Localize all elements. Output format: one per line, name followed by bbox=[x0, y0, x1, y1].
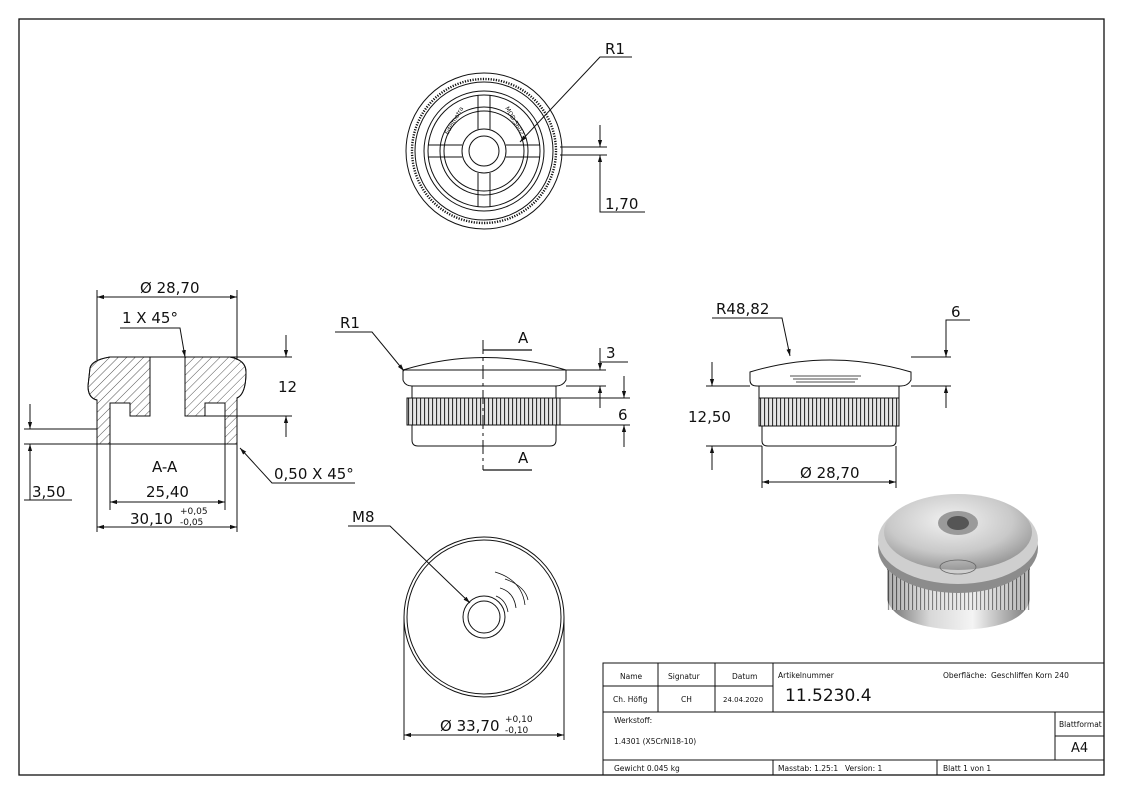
tb-sheet-of: Blatt 1 von 1 bbox=[943, 764, 991, 773]
top-depth-label: 1,70 bbox=[605, 195, 638, 213]
tb-signature-header: Signatur bbox=[668, 672, 701, 681]
bottom-diameter-label: Ø 33,70 bbox=[440, 717, 500, 735]
front-view bbox=[335, 331, 630, 471]
isometric-render bbox=[878, 494, 1038, 630]
top-view bbox=[405, 72, 563, 230]
sheet-border bbox=[18, 18, 1105, 776]
section-tol-lower: -0,05 bbox=[180, 518, 203, 528]
top-depth-dimension bbox=[560, 125, 645, 213]
tb-material-label: Werkstoff: bbox=[614, 716, 652, 725]
front-thickness-label: 3 bbox=[606, 344, 616, 362]
side-view bbox=[706, 317, 970, 488]
section-chamfer-top-label: 1 X 45° bbox=[122, 309, 178, 327]
tb-signature-value: CH bbox=[681, 695, 692, 704]
section-title-label: A-A bbox=[152, 458, 178, 476]
front-r1-label: R1 bbox=[340, 314, 360, 332]
title-block bbox=[602, 662, 1105, 776]
section-height-label: 12 bbox=[278, 378, 297, 396]
section-diameter-label: Ø 28,70 bbox=[140, 279, 200, 297]
tb-material-value: 1.4301 (X5CrNi18-10) bbox=[614, 737, 696, 746]
gear-teeth-ring bbox=[410, 77, 558, 225]
side-cap-label: 6 bbox=[951, 303, 961, 321]
bottom-tol-lower: -0,10 bbox=[505, 726, 529, 736]
tb-version: Version: 1 bbox=[845, 764, 882, 773]
front-knurl-label: 6 bbox=[618, 406, 628, 424]
section-tol-upper: +0,05 bbox=[180, 507, 208, 517]
section-width-inner-label: 25,40 bbox=[146, 483, 189, 501]
front-cut-marker-bottom: A bbox=[518, 449, 529, 467]
bottom-tol-upper: +0,10 bbox=[505, 715, 533, 725]
top-r1-leader bbox=[519, 56, 632, 143]
front-cut-marker-top: A bbox=[518, 329, 529, 347]
top-r1-label: R1 bbox=[605, 40, 625, 58]
tb-date-value: 24.04.2020 bbox=[723, 696, 763, 704]
tb-date-header: Datum bbox=[732, 672, 757, 681]
tb-surface-label: Oberfläche: bbox=[943, 671, 987, 680]
tb-surface-value: Geschliffen Korn 240 bbox=[991, 671, 1069, 680]
section-view bbox=[24, 290, 355, 532]
side-knurl bbox=[758, 397, 900, 427]
tb-sheet-format-label: Blattformat bbox=[1059, 720, 1102, 729]
tb-weight: Gewicht 0.045 kg bbox=[614, 764, 680, 773]
side-diameter-label: Ø 28,70 bbox=[800, 464, 860, 482]
tb-article-label: Artikelnummer bbox=[778, 671, 835, 680]
bottom-view bbox=[348, 525, 565, 740]
side-radius-label: R48,82 bbox=[716, 300, 769, 318]
section-width-outer-label: 30,10 bbox=[130, 510, 173, 528]
engraving-left: Edelmatra bbox=[444, 105, 466, 136]
section-inner-label: 3,50 bbox=[32, 483, 65, 501]
tb-article-value: 11.5230.4 bbox=[785, 686, 872, 706]
tb-sheet-format-value: A4 bbox=[1071, 741, 1088, 756]
side-height-label: 12,50 bbox=[688, 408, 731, 426]
section-bottom-chamfer-label: 0,50 X 45° bbox=[274, 465, 354, 483]
tb-scale: Masstab: 1.25:1 bbox=[778, 764, 838, 773]
tb-name-header: Name bbox=[620, 672, 643, 681]
tb-name-value: Ch. Höfig bbox=[613, 695, 648, 704]
bottom-thread-label: M8 bbox=[352, 508, 375, 526]
